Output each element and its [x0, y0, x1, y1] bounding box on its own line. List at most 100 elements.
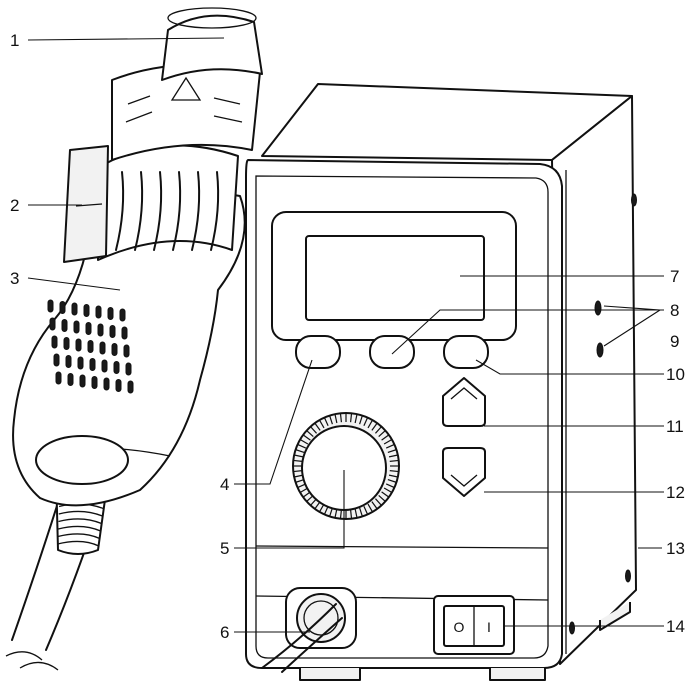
knurl-tick: [387, 479, 397, 483]
callout-5: 5: [220, 539, 229, 558]
knurl-tick: [374, 426, 382, 434]
leader-5: [234, 470, 345, 549]
knurl-tick: [350, 413, 353, 423]
knurl-tick: [388, 474, 398, 478]
neck-rib: [172, 171, 182, 251]
callout-6: 6: [220, 623, 229, 642]
knurl-tick: [339, 509, 342, 519]
power-switch[interactable]: O I: [433, 595, 515, 655]
neck-rib: [115, 171, 125, 251]
callout-7: 7: [670, 267, 679, 286]
knurl-tick: [302, 434, 311, 441]
neck-ribs: [115, 171, 220, 251]
grip-vents: [47, 299, 134, 394]
switch-on-symbol: I: [487, 619, 491, 635]
relief-ring: [58, 525, 101, 532]
vent-slot: [123, 344, 130, 358]
control-knob[interactable]: [292, 412, 400, 520]
knurl-tick: [354, 508, 358, 518]
button-down-arrow: [450, 474, 478, 487]
knurl-tick: [385, 443, 395, 449]
knurl-tick: [294, 454, 304, 458]
cable-break-marks: [5, 651, 59, 671]
nozzle: [161, 14, 263, 81]
button-middle[interactable]: [369, 335, 415, 369]
knurl-tick: [367, 419, 374, 429]
vent-slot: [65, 355, 72, 368]
leader-4: [234, 359, 313, 485]
vent-slot: [71, 302, 78, 316]
rear-screw-bottom: [625, 569, 631, 583]
head-vent-slots: [125, 95, 243, 123]
vent-slot: [59, 301, 66, 314]
knurl-tick: [371, 501, 378, 510]
button-up[interactable]: [442, 377, 486, 427]
knurl-tick: [387, 449, 397, 453]
knurl-tick: [295, 449, 305, 453]
button-down[interactable]: [442, 447, 486, 497]
knurl-tick: [363, 417, 369, 427]
vent-slot: [63, 337, 70, 350]
knurl-tick: [378, 494, 386, 502]
callout-12: 12: [666, 483, 685, 502]
button-up-arrow: [450, 387, 478, 400]
knurl-tick: [293, 459, 303, 462]
knurl-tick: [389, 470, 399, 473]
heater-head: [111, 63, 261, 161]
vent-slot: [51, 335, 58, 349]
callout-4: 4: [220, 475, 229, 494]
panel-divider-upper: [255, 545, 549, 549]
knurl-tick: [378, 430, 386, 438]
vent-slot: [125, 362, 132, 376]
vent-slot: [97, 323, 104, 337]
neck-rib: [153, 171, 163, 251]
callout-3: 3: [10, 269, 19, 288]
knurl-tick: [294, 474, 304, 478]
grip-tail-cap: [35, 435, 129, 485]
vent-slot: [99, 341, 106, 355]
knurl-tick: [334, 414, 338, 424]
knurl-tick: [385, 483, 395, 489]
vent-slot: [103, 377, 110, 391]
vent-slot: [49, 317, 56, 331]
knurl-tick: [383, 487, 393, 494]
knurl-tick: [359, 415, 363, 425]
vent-slot: [127, 380, 134, 394]
callout-13: 13: [666, 539, 685, 558]
outlet-hose: [261, 603, 343, 673]
display-screen: [305, 235, 485, 321]
holder-clip: [63, 145, 109, 263]
outlet-grommet-inner: [303, 600, 339, 636]
vent-slot: [107, 307, 114, 320]
vent-slot: [85, 322, 92, 335]
callout-9: 9: [670, 332, 679, 351]
knurl-tick: [381, 491, 390, 498]
knurl-tick: [381, 434, 390, 441]
vent-slot: [115, 379, 122, 392]
side-screw-bottom: [569, 621, 575, 635]
vent-slot: [121, 326, 128, 340]
hot-air-handpiece: [5, 7, 263, 671]
hose-outlet: [261, 587, 357, 673]
button-left[interactable]: [295, 335, 341, 369]
switch-off-symbol: O: [454, 619, 465, 635]
cable-left-edge: [11, 489, 63, 641]
vent-slot: [109, 325, 116, 338]
vent-slot: [47, 299, 54, 313]
front-buttons: [295, 335, 489, 497]
callout-11: 11: [666, 417, 684, 436]
screw-lower: [596, 342, 604, 358]
vent-slot: [113, 361, 120, 374]
side-screws: [569, 193, 637, 635]
leader-10: [475, 359, 664, 375]
callout-14: 14: [666, 617, 685, 636]
vent-slot: [53, 353, 60, 367]
vent-slot: [61, 319, 68, 332]
vent-slot: [77, 356, 84, 370]
nozzle-mouth: [167, 7, 257, 29]
knurl-tick: [371, 422, 378, 431]
knurl-tick: [299, 438, 309, 445]
leader-9: [603, 305, 662, 347]
vent-slot: [119, 308, 126, 322]
